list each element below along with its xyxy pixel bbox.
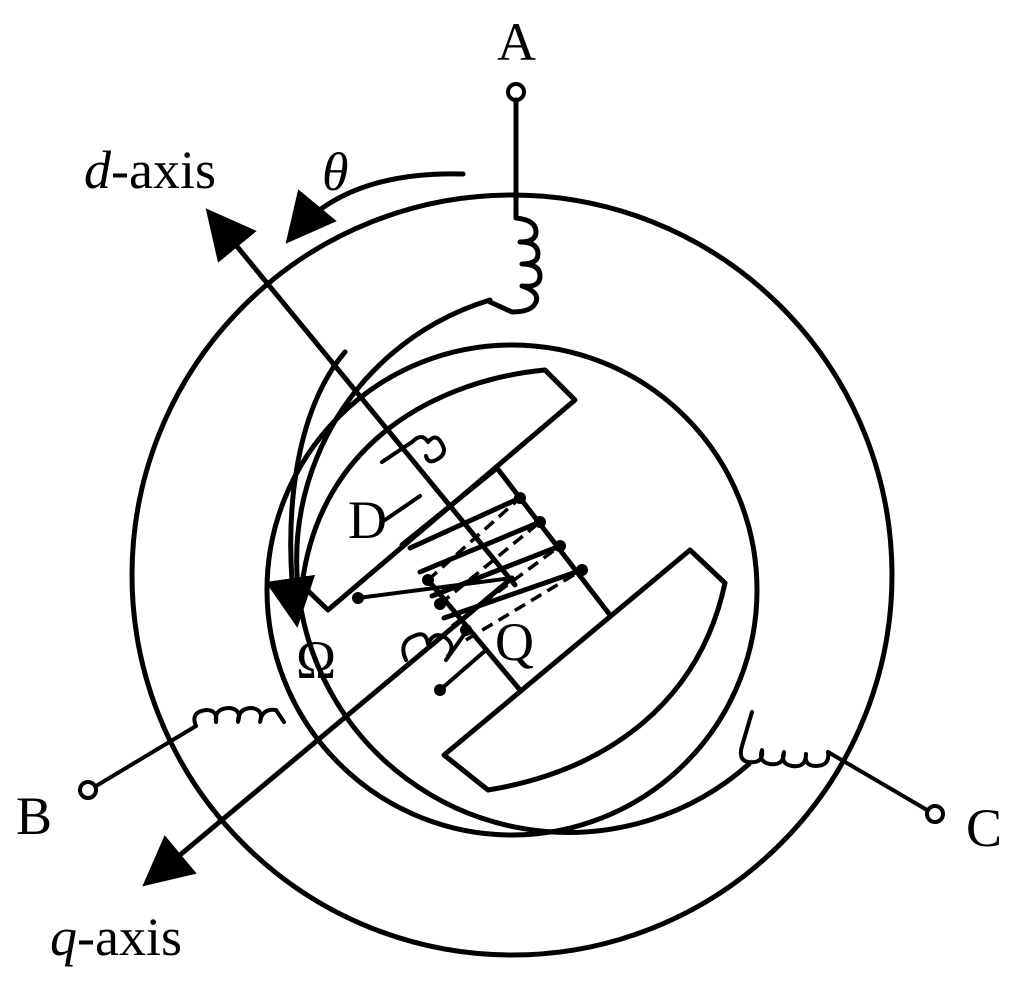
- phase-b-terminal: [78, 780, 98, 800]
- rotor-pole-upper: [299, 367, 578, 613]
- damper-winding-q: [401, 630, 488, 696]
- phase-a-winding: [487, 82, 543, 315]
- rotor-core-outline: [399, 465, 613, 618]
- damper-winding-d: [352, 435, 514, 604]
- d-winding-label: D: [348, 490, 387, 550]
- theta-arrow: [285, 171, 466, 244]
- phase-a-label: A: [497, 12, 536, 72]
- stator-inner-arc: [294, 297, 752, 835]
- phase-b-winding: [78, 706, 286, 800]
- omega-arrow: [265, 349, 348, 628]
- phase-b-label: B: [16, 786, 52, 846]
- phase-c-terminal: [925, 804, 945, 824]
- q-axis-line: [142, 575, 515, 887]
- q-winding-label: Q: [495, 612, 534, 672]
- theta-label: θ: [322, 142, 349, 202]
- d-axis-line: [205, 208, 518, 588]
- rotor-circle: [264, 342, 760, 838]
- stator-outer-circle: [129, 192, 895, 958]
- phase-c-label: C: [966, 798, 1002, 858]
- d-axis-label: d-axis: [84, 140, 216, 200]
- q-axis-label: q-axis: [50, 907, 182, 967]
- phase-c-winding: [738, 710, 945, 824]
- omega-label: Ω: [296, 630, 336, 690]
- field-winding: [407, 492, 588, 642]
- rotor-pole-lower: [441, 547, 728, 793]
